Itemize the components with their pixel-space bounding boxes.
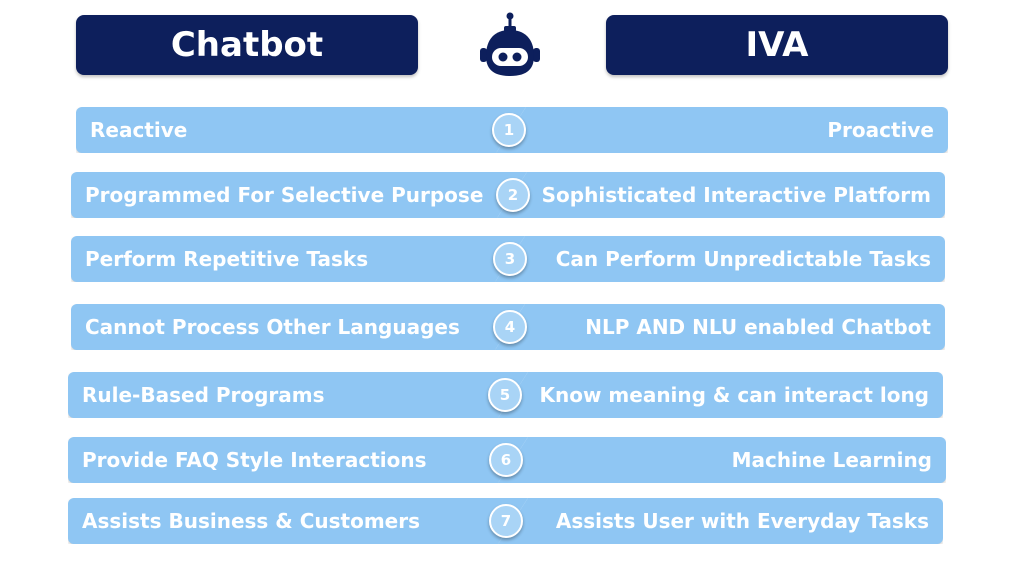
iva-trait: Assists User with Everyday Tasks [498,498,943,544]
chatbot-trait: Provide FAQ Style Interactions [68,437,528,483]
chatbot-header: Chatbot [76,15,418,75]
row-number-badge: 4 [493,310,527,344]
chatbot-trait: Rule-Based Programs [68,372,528,418]
row-number-badge: 6 [489,443,523,477]
iva-trait: Proactive [496,107,948,153]
chatbot-trait: Reactive [76,107,526,153]
iva-trait: Sophisticated Interactive Platform [497,172,945,218]
iva-trait: Machine Learning [498,437,946,483]
chatbot-trait: Assists Business & Customers [68,498,528,544]
iva-trait: NLP AND NLU enabled Chatbot [495,304,945,350]
row-number-badge: 5 [488,378,522,412]
row-number-badge: 2 [496,178,530,212]
iva-header: IVA [606,15,948,75]
row-number-badge: 3 [493,242,527,276]
row-number-badge: 7 [489,504,523,538]
iva-trait: Know meaning & can interact long [498,372,943,418]
row-number-badge: 1 [492,113,526,147]
iva-trait: Can Perform Unpredictable Tasks [495,236,945,282]
chatbot-trait: Perform Repetitive Tasks [71,236,525,282]
chatbot-trait: Cannot Process Other Languages [71,304,525,350]
chatbot-trait: Programmed For Selective Purpose [71,172,527,218]
robot-icon [480,12,540,76]
